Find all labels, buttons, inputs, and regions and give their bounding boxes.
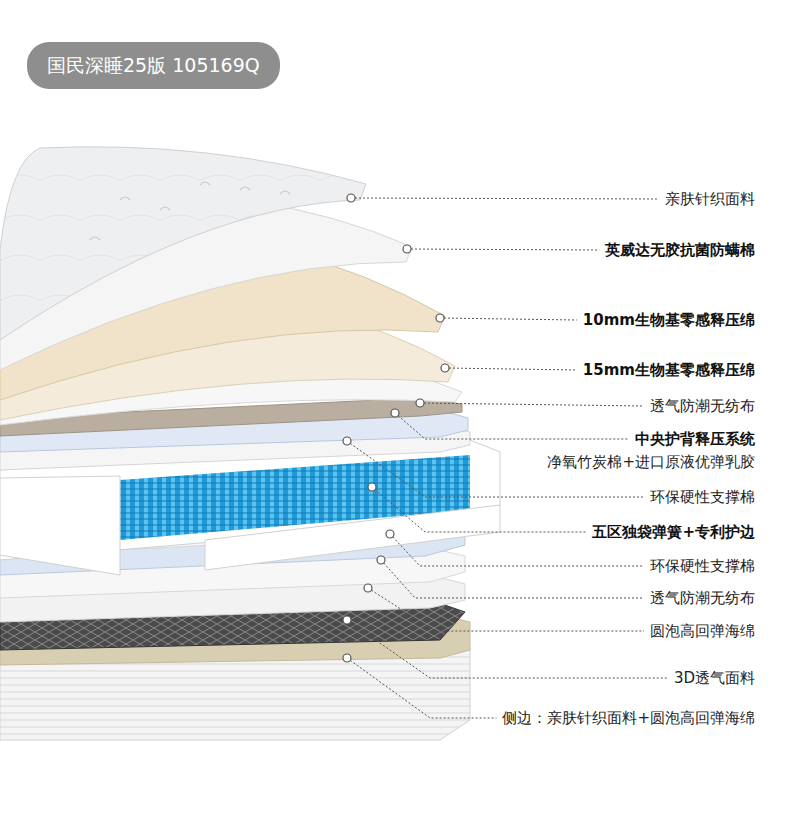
leader-dot <box>391 409 399 417</box>
leader-dot <box>416 399 424 407</box>
leader-dot <box>403 245 411 253</box>
layer-label: 15mm生物基零感释压绵 <box>583 361 755 379</box>
layer-label: 环保硬性支撑棉 <box>650 557 755 575</box>
leader-dot <box>347 194 355 202</box>
layer-label: 3D透气面料 <box>674 669 755 687</box>
title-pill: 国民深睡25版 105169Q <box>27 42 280 89</box>
layer-label: 英威达无胶抗菌防螨棉 <box>605 241 755 259</box>
layer-label: 环保硬性支撑棉 <box>650 488 755 506</box>
leader-dot <box>436 314 444 322</box>
leader-line <box>440 318 577 320</box>
leader-line <box>351 198 659 199</box>
leader-line <box>347 620 668 678</box>
layer-label: 圆泡高回弹海绵 <box>650 622 755 640</box>
leader-dot <box>343 654 351 662</box>
layer-label: 五区独袋弹簧+专利护边 <box>592 523 755 541</box>
title-text: 国民深睡25版 105169Q <box>47 54 260 77</box>
leader-line <box>407 249 599 250</box>
layer-label: 10mm生物基零感释压绵 <box>583 311 755 329</box>
leader-line <box>368 588 644 631</box>
leader-dot <box>386 530 394 538</box>
leader-dot <box>377 556 385 564</box>
layer-label: 中央护背释压系统 <box>635 430 755 448</box>
leader-dot <box>343 437 351 445</box>
leader-line <box>395 413 629 439</box>
leader-line <box>445 368 577 370</box>
leader-line <box>420 403 644 406</box>
layer-label: 亲肤针织面料 <box>665 190 755 208</box>
leader-line <box>381 560 644 598</box>
leader-line <box>347 658 496 718</box>
leader-dot <box>364 584 372 592</box>
layer-label: 透气防潮无纺布 <box>650 397 755 415</box>
leader-dot <box>368 483 376 491</box>
leader-dot <box>343 616 351 624</box>
leader-dot <box>441 364 449 372</box>
layer-label: 净氧竹炭棉+进口原液优弹乳胶 <box>547 453 755 471</box>
layer-label: 侧边：亲肤针织面料+圆泡高回弹海绵 <box>502 709 755 727</box>
leader-line <box>372 487 586 532</box>
layer-label: 透气防潮无纺布 <box>650 589 755 607</box>
